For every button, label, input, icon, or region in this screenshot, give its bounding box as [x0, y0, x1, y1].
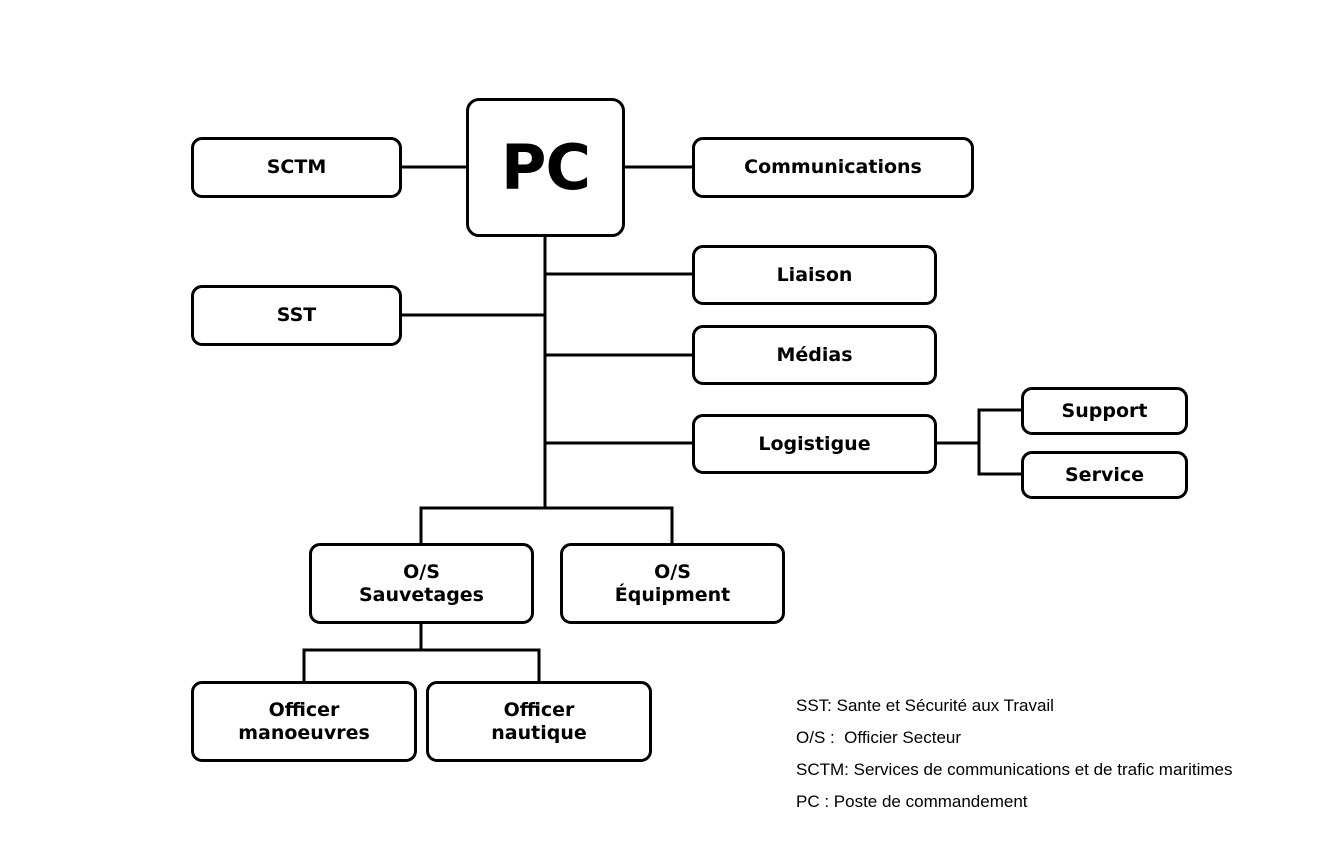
node-support-label: Support [1061, 399, 1148, 422]
node-sctm-label: SCTM [266, 156, 327, 178]
node-os-equipment: O/S Équipment [560, 543, 785, 624]
node-officer-manoeuvres-line2: manoeuvres [238, 721, 370, 744]
node-communications: Communications [692, 137, 974, 198]
node-medias: Médias [692, 325, 937, 385]
node-os-equipment-line2: Équipment [614, 583, 731, 606]
node-liaison-label: Liaison [776, 263, 853, 286]
node-support: Support [1021, 387, 1188, 435]
legend-item-sctm: SCTM: Services de communications et de t… [796, 760, 1233, 779]
node-sst-label: SST [276, 304, 317, 326]
node-logistique: Logistigue [692, 414, 937, 474]
legend-item-sst: SST: Sante et Sécurité aux Travail [796, 696, 1054, 715]
legend-item-os: O/S : Officier Secteur [796, 728, 962, 747]
node-officer-nautique: Officer nautique [426, 681, 652, 762]
node-logistique-label: Logistigue [758, 432, 871, 455]
node-officer-nautique-line1: Officer [503, 698, 575, 721]
node-officer-manoeuvres: Officer manoeuvres [191, 681, 417, 762]
edge-sauvetages-officers [302, 648, 541, 683]
node-service-label: Service [1065, 463, 1144, 486]
edge-logistique-support-service [977, 408, 1023, 476]
node-communications-label: Communications [744, 156, 922, 178]
node-os-sauvetages: O/S Sauvetages [309, 543, 534, 624]
legend-item-pc: PC : Poste de commandement [796, 792, 1028, 811]
node-officer-nautique-line2: nautique [491, 721, 587, 744]
node-os-equipment-line1: O/S [654, 560, 691, 583]
node-medias-label: Médias [776, 343, 853, 366]
node-sst: SST [191, 285, 402, 346]
node-os-sauvetages-line1: O/S [403, 560, 440, 583]
node-pc-label: PC [501, 130, 591, 204]
edge-pc-os-branch [419, 506, 674, 545]
node-liaison: Liaison [692, 245, 937, 305]
legend: SST: Sante et Sécurité aux Travail O/S :… [796, 690, 1232, 818]
node-pc: PC [466, 98, 625, 237]
node-service: Service [1021, 451, 1188, 499]
node-os-sauvetages-line2: Sauvetages [358, 583, 484, 606]
node-sctm: SCTM [191, 137, 402, 198]
node-officer-manoeuvres-line1: Officer [268, 698, 340, 721]
